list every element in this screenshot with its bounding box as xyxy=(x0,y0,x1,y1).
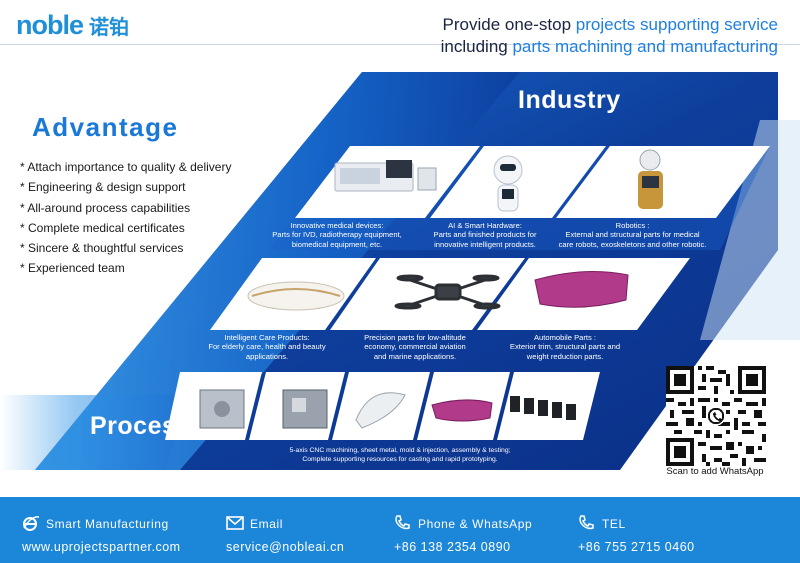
industry-card-ai[interactable]: AI & Smart Hardware: Parts and finished … xyxy=(410,221,560,249)
care-product-image xyxy=(247,281,345,311)
injection-part-image xyxy=(431,399,493,422)
industry-title: Industry xyxy=(518,86,621,114)
ai-robot-image xyxy=(493,155,523,212)
bumper-image xyxy=(534,270,629,308)
sheet-metal-image xyxy=(282,389,328,429)
industry-card-line: biomedical equipment, etc. xyxy=(291,239,383,249)
advantage-list: * Attach importance to quality & deliver… xyxy=(20,157,231,279)
header-divider xyxy=(0,44,800,45)
industry-card-line: economy, commercial aviation xyxy=(364,342,466,352)
footer-whatsapp[interactable]: Phone & WhatsApp +86 138 2354 0890 xyxy=(394,497,554,563)
industry-card-line: and marine applications. xyxy=(373,351,457,361)
mail-icon xyxy=(226,516,244,530)
footer-whatsapp-value[interactable]: +86 138 2354 0890 xyxy=(394,540,511,554)
footer-email[interactable]: Email service@nobleai.cn xyxy=(226,497,376,563)
footer-email-value[interactable]: service@nobleai.cn xyxy=(226,540,345,554)
cnc-part-image xyxy=(199,389,245,429)
industry-card-line: care robots, exoskeletons and other robo… xyxy=(558,239,707,249)
phone-icon xyxy=(395,515,410,530)
industry-card-aviation[interactable]: Precision parts for low-altitude economy… xyxy=(340,333,490,361)
advantage-title: Advantage xyxy=(32,112,179,142)
brand-logo[interactable]: noble 诺铂 xyxy=(16,10,129,41)
advantage-item: * Sincere & thoughtful services xyxy=(20,241,184,256)
service-robot-image xyxy=(638,149,663,209)
footer: Smart Manufacturing www.uprojectspartner… xyxy=(0,497,800,563)
advantage-item: * Experienced team xyxy=(20,261,125,276)
advantage-item: * Engineering & design support xyxy=(20,180,186,195)
industry-card-line: applications. xyxy=(245,351,289,361)
tagline-line2-highlight: parts machining and manufacturing xyxy=(512,37,778,56)
footer-tel-value[interactable]: +86 755 2715 0460 xyxy=(578,540,695,554)
footer-whatsapp-label: Phone & WhatsApp xyxy=(418,517,533,531)
qr-pattern xyxy=(666,366,766,466)
industry-card-line: External and structural parts for medica… xyxy=(565,230,700,240)
tagline: Provide one-stop projects supporting ser… xyxy=(441,14,778,58)
process-title: Process xyxy=(90,412,191,440)
process-caption: 5-axis CNC machining, sheet metal, mold … xyxy=(240,446,560,464)
medical-device-image xyxy=(334,160,437,192)
mold-part-image xyxy=(355,392,406,429)
drone-image xyxy=(394,274,501,310)
industry-card-line: Exterior trim, structural parts and xyxy=(509,342,621,352)
industry-card-title: Precision parts for low-altitude xyxy=(364,333,466,342)
brand-name: noble xyxy=(16,10,84,40)
qr-caption: Scan to add WhatsApp xyxy=(666,466,764,477)
tagline-line2-plain: including xyxy=(440,37,513,56)
industry-card-title: Intelligent Care Products: xyxy=(224,333,310,342)
footer-email-label: Email xyxy=(250,517,284,531)
advantage-item: * All-around process capabilities xyxy=(20,200,191,215)
industry-card-line: weight reduction parts. xyxy=(526,351,604,361)
process-line: 5-axis CNC machining, sheet metal, mold … xyxy=(289,447,511,454)
industry-card-care[interactable]: Intelligent Care Products: For elderly c… xyxy=(192,333,342,361)
tagline-line1-plain: Provide one-stop xyxy=(442,15,576,34)
industry-card-title: Robotics : xyxy=(615,221,650,230)
phone-icon xyxy=(579,515,594,530)
advantage-item: * Complete medical certificates xyxy=(20,220,185,235)
industry-card-medical[interactable]: Innovative medical devices: Parts for IV… xyxy=(262,221,412,249)
industry-card-line: Parts for IVD, radiotherapy equipment, xyxy=(272,230,402,240)
industry-card-robotics[interactable]: Robotics : External and structural parts… xyxy=(545,221,720,249)
industry-card-title: Automobile Parts : xyxy=(533,333,597,342)
browser-icon xyxy=(23,516,40,531)
industry-card-automobile[interactable]: Automobile Parts : Exterior trim, struct… xyxy=(490,333,640,361)
industry-card-title: Innovative medical devices: xyxy=(290,221,384,230)
brand-name-cn: 诺铂 xyxy=(89,15,129,39)
rapid-prototype-image xyxy=(510,396,576,420)
industry-card-line: Parts and finished products for xyxy=(433,230,537,240)
footer-website-value[interactable]: www.uprojectspartner.com xyxy=(22,540,181,554)
footer-website-label: Smart Manufacturing xyxy=(46,517,169,531)
footer-tel[interactable]: TEL +86 755 2715 0460 xyxy=(578,497,718,563)
advantage-item: * Attach importance to quality & deliver… xyxy=(20,160,232,174)
industry-card-title: AI & Smart Hardware: xyxy=(448,221,522,230)
whatsapp-qr-code[interactable] xyxy=(666,366,766,466)
industry-card-line: For elderly care, health and beauty xyxy=(208,342,326,352)
tagline-line1-highlight: projects supporting service xyxy=(575,15,778,34)
industry-card-line: innovative intelligent products. xyxy=(434,239,536,249)
footer-tel-label: TEL xyxy=(602,517,626,531)
footer-website[interactable]: Smart Manufacturing www.uprojectspartner… xyxy=(22,497,212,563)
process-line: Complete supporting resources for castin… xyxy=(302,456,498,463)
